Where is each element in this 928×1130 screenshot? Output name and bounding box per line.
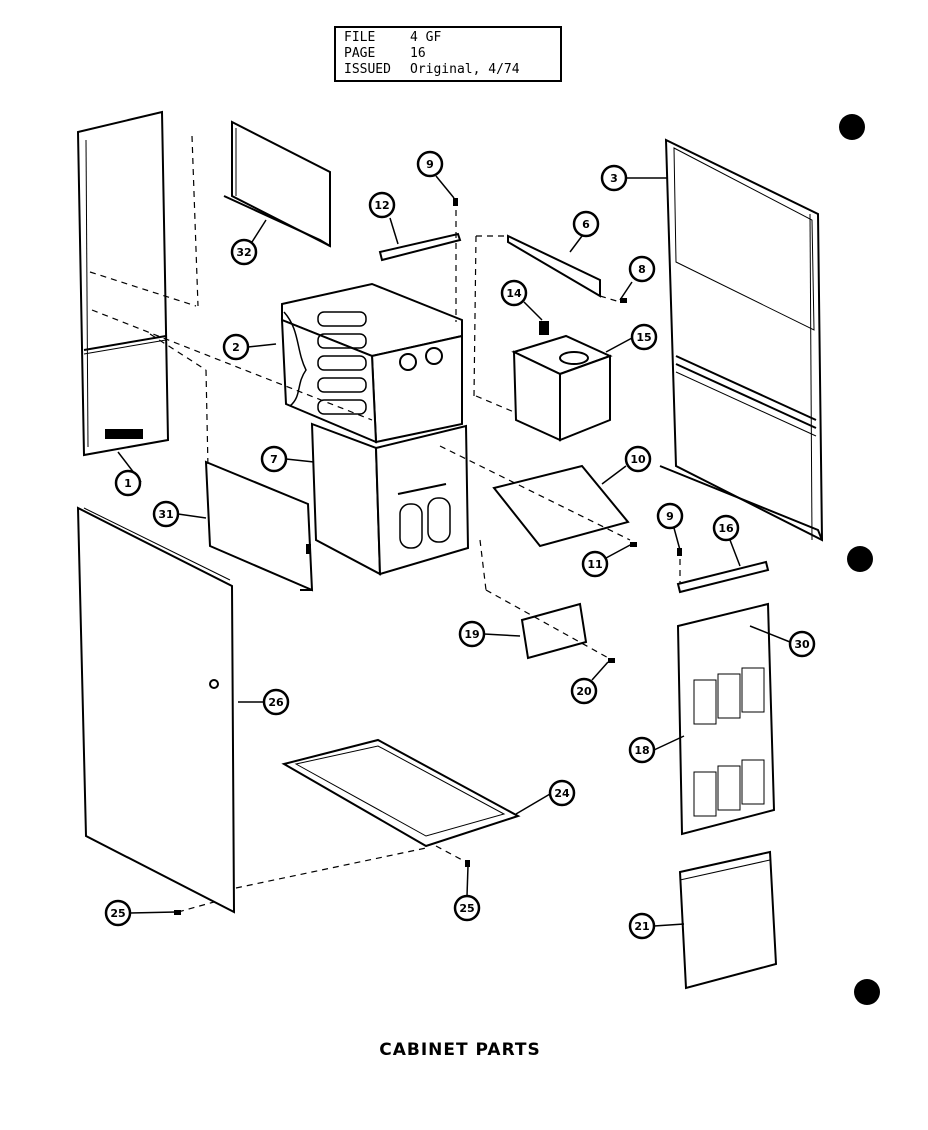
part-heat-exchanger-assembly [280, 282, 470, 576]
callout-25-left: 25 [110, 907, 125, 920]
title-block: FILE 4 GF PAGE 16 ISSUED Original, 4/74 [334, 26, 562, 82]
callout-14: 14 [506, 287, 522, 300]
part-bottom-frame [281, 738, 521, 848]
callout-15: 15 [636, 331, 651, 344]
title-row-issued: ISSUED Original, 4/74 [344, 62, 552, 78]
part-top-baffle [223, 120, 331, 248]
page-label: PAGE [344, 46, 376, 61]
screws [174, 198, 682, 915]
callout-circle [114, 469, 142, 497]
part-rails [378, 232, 770, 594]
callout-12: 12 [374, 199, 389, 212]
alignment-lines [89, 135, 681, 913]
callout-3: 3 [610, 172, 618, 185]
callout-19: 19 [464, 628, 479, 641]
part-front-door [76, 506, 236, 914]
callout-9-lower: 9 [666, 510, 674, 523]
part-right-side-panel [659, 138, 824, 542]
diagram-caption: CABINET PARTS [379, 1040, 541, 1060]
file-value: 4 GF [410, 30, 442, 45]
issued-label: ISSUED [344, 62, 391, 77]
callout-24: 24 [554, 787, 570, 800]
callout-11: 11 [587, 558, 602, 571]
callouts: 1 2 3 6 7 8 9 9 10 [104, 150, 816, 940]
callout-18: 18 [634, 744, 649, 757]
part-bracket [520, 602, 588, 660]
binder-hole-top [839, 114, 865, 140]
file-label: FILE [344, 30, 376, 45]
part-bottom-panel [678, 850, 778, 990]
callout-10: 10 [630, 453, 646, 466]
callout-8: 8 [638, 263, 646, 276]
callout-16: 16 [718, 522, 734, 535]
callout-1: 1 [124, 477, 132, 490]
callout-31: 31 [158, 508, 173, 521]
title-row-file: FILE 4 GF [344, 30, 552, 46]
binder-hole-middle [847, 546, 873, 572]
callout-6: 6 [582, 218, 590, 231]
binder-hole-bottom [854, 979, 880, 1005]
title-row-page: PAGE 16 [344, 46, 552, 62]
callout-32: 32 [236, 246, 251, 259]
part-blower [511, 321, 613, 442]
callout-21: 21 [634, 920, 649, 933]
page-value: 16 [410, 46, 426, 61]
callout-9-upper: 9 [426, 158, 434, 171]
callout-26: 26 [268, 696, 284, 709]
callout-2: 2 [232, 341, 240, 354]
callout-7: 7 [270, 453, 278, 466]
part-left-side-panel [76, 110, 170, 457]
issued-value: Original, 4/74 [410, 62, 520, 77]
callout-30: 30 [794, 638, 810, 651]
part-grille-panel [676, 602, 776, 836]
callout-20: 20 [576, 685, 592, 698]
part-small-access-panel [204, 460, 314, 592]
callout-25-right: 25 [459, 902, 474, 915]
